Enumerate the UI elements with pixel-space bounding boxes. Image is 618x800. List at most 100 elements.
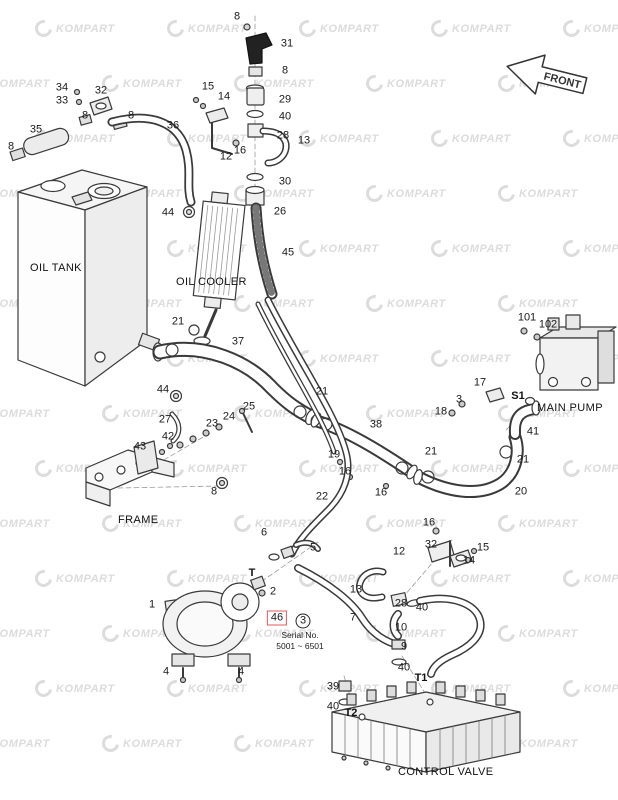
kompart-watermark: KOMPART (362, 511, 446, 536)
kompart-watermark-text: KOMPART (452, 22, 511, 35)
control-valve-drawing (331, 681, 521, 773)
kompart-watermark: KOMPART (295, 126, 379, 151)
kompart-watermark-text: KOMPART (387, 517, 446, 530)
kompart-watermark-text: KOMPART (584, 572, 618, 585)
port-t (250, 575, 266, 591)
kompart-watermark: KOMPART (427, 676, 511, 701)
kompart-watermark-text: KOMPART (519, 737, 578, 750)
kompart-watermark: KOMPART (494, 291, 578, 316)
kompart-watermark: KOMPART (230, 621, 314, 646)
kompart-watermark-text: KOMPART (452, 132, 511, 145)
kompart-watermark: KOMPART (163, 676, 247, 701)
kompart-watermark: KOMPART (427, 126, 511, 151)
kompart-watermark: KOMPART (295, 16, 379, 41)
kompart-watermark-text: KOMPART (56, 572, 115, 585)
kompart-watermark-text: KOMPART (584, 132, 618, 145)
kompart-watermark: KOMPART (0, 515, 50, 532)
kompart-watermark-text: KOMPART (584, 242, 618, 255)
kompart-watermark-text: KOMPART (0, 627, 50, 640)
kompart-watermark: KOMPART (230, 181, 314, 206)
kompart-watermark: KOMPART (230, 71, 314, 96)
kompart-watermark: KOMPART (0, 625, 50, 642)
kompart-watermark-text: KOMPART (320, 132, 379, 145)
kompart-watermark: KOMPART (98, 511, 182, 536)
kompart-watermark: KOMPART (559, 126, 618, 151)
kompart-watermark-text: KOMPART (188, 132, 247, 145)
kompart-watermark-text: KOMPART (188, 682, 247, 695)
kompart-watermark: KOMPART (494, 181, 578, 206)
kompart-watermark-text: KOMPART (255, 77, 314, 90)
hose-7 (294, 564, 402, 649)
kompart-watermark-text: KOMPART (387, 297, 446, 310)
kompart-watermark: KOMPART (362, 181, 446, 206)
kompart-watermark-text: KOMPART (519, 187, 578, 200)
kompart-watermark-text: KOMPART (452, 462, 511, 475)
kompart-watermark-text: KOMPART (56, 132, 115, 145)
kompart-watermark: KOMPART (494, 731, 578, 756)
hose-22 (264, 296, 352, 558)
kompart-watermark-text: KOMPART (0, 77, 50, 90)
pump-unit-drawing (162, 539, 321, 684)
kompart-watermark-text: KOMPART (519, 297, 578, 310)
kompart-watermark: KOMPART (559, 16, 618, 41)
kompart-watermark: KOMPART (0, 735, 50, 752)
kompart-watermark-text: KOMPART (452, 352, 511, 365)
kompart-watermark-text: KOMPART (519, 517, 578, 530)
kompart-watermark: KOMPART (0, 75, 50, 92)
kompart-watermark: KOMPART (163, 566, 247, 591)
kompart-watermark: KOMPART (427, 456, 511, 481)
kompart-watermark-text: KOMPART (255, 737, 314, 750)
kompart-watermark: KOMPART (559, 676, 618, 701)
kompart-watermark-text: KOMPART (123, 407, 182, 420)
kompart-watermark-text: KOMPART (584, 462, 618, 475)
kompart-watermark: KOMPART (427, 236, 511, 261)
kompart-watermark: KOMPART (98, 731, 182, 756)
kompart-watermark: KOMPART (0, 405, 50, 422)
kompart-watermark: KOMPART (230, 731, 314, 756)
serial-note: Serial No. 5001 ~ 6501 (276, 630, 324, 651)
kompart-watermark-text: KOMPART (188, 462, 247, 475)
kompart-watermark: KOMPART (31, 16, 115, 41)
kompart-watermark: KOMPART (31, 126, 115, 151)
kompart-watermark-text: KOMPART (0, 407, 50, 420)
kompart-watermark: KOMPART (559, 236, 618, 261)
kompart-watermark: KOMPART (559, 566, 618, 591)
kompart-watermark: KOMPART (362, 401, 446, 426)
oil-tank-drawing (17, 169, 148, 387)
port-s1 (524, 396, 536, 406)
bracket-12-top (211, 117, 233, 155)
kompart-watermark: KOMPART (163, 126, 247, 151)
kompart-watermark: KOMPART (362, 71, 446, 96)
front-arrow: FRONT (506, 54, 588, 95)
kompart-watermark-text: KOMPART (584, 682, 618, 695)
kompart-watermark-text: KOMPART (255, 187, 314, 200)
kompart-watermark: KOMPART (31, 566, 115, 591)
strainer-35 (23, 127, 70, 156)
kompart-watermark-text: KOMPART (0, 737, 50, 750)
clamp-21-cooler (188, 324, 200, 336)
kompart-watermark-text: KOMPART (56, 22, 115, 35)
hose-20 (413, 430, 524, 499)
pump-elbow-41 (448, 387, 541, 440)
kompart-watermark: KOMPART (427, 16, 511, 41)
main-pump-drawing (520, 314, 617, 406)
serial-note-line1: Serial No. (281, 630, 319, 640)
kompart-watermark: KOMPART (98, 71, 182, 96)
kompart-watermark-text: KOMPART (519, 627, 578, 640)
kompart-watermark-text: KOMPART (0, 517, 50, 530)
hose-37 (137, 332, 317, 426)
hose-38 (310, 412, 418, 490)
kompart-watermark-text: KOMPART (320, 352, 379, 365)
kompart-watermark: KOMPART (427, 346, 511, 371)
kompart-watermark-text: KOMPART (188, 572, 247, 585)
kompart-watermark-text: KOMPART (123, 517, 182, 530)
port-t1 (426, 698, 434, 706)
kompart-watermark-text: KOMPART (320, 22, 379, 35)
hose-19 (255, 301, 337, 455)
kompart-watermark-text: KOMPART (452, 682, 511, 695)
kompart-watermark: KOMPART (295, 236, 379, 261)
kompart-watermark: KOMPART (98, 401, 182, 426)
kompart-watermark: KOMPART (494, 621, 578, 646)
kompart-watermark-text: KOMPART (387, 187, 446, 200)
